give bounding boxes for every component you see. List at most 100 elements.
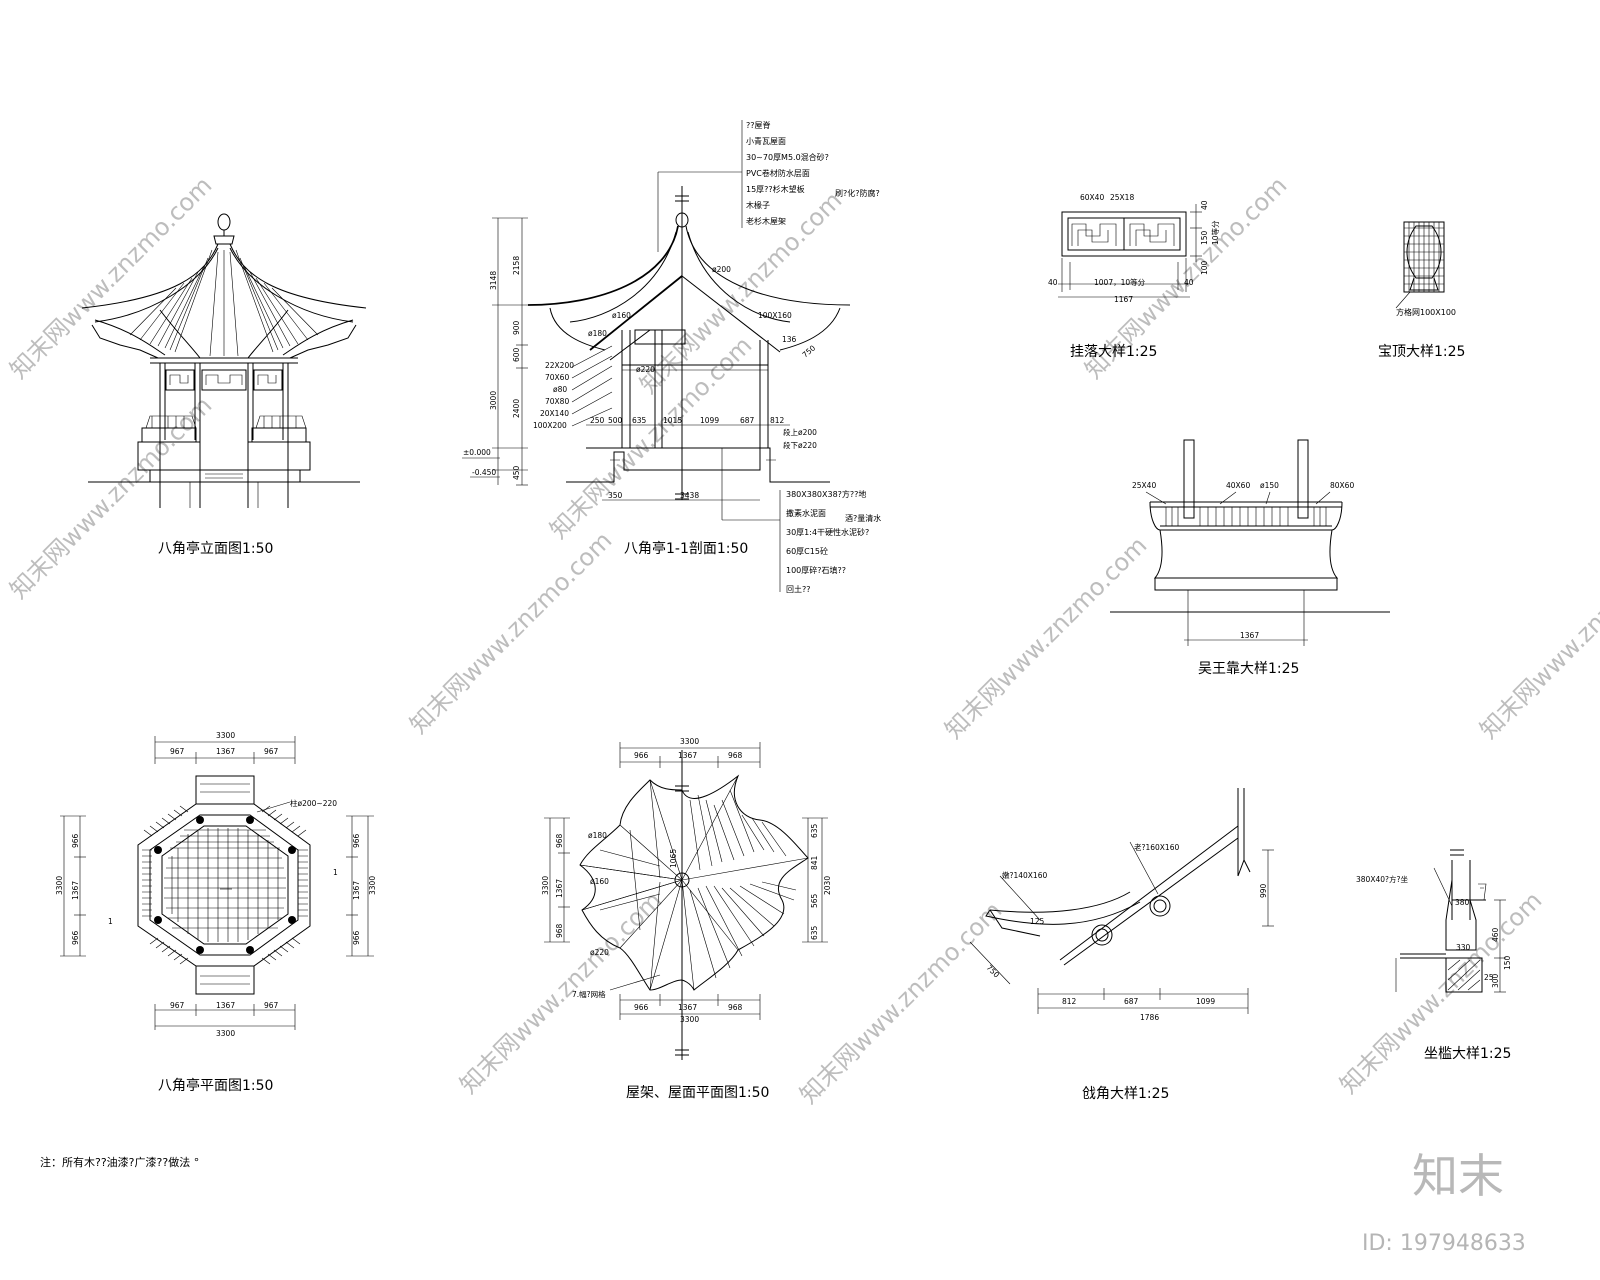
floor-layer-extra: 酒?量清水	[845, 513, 881, 523]
wuwangkao-dim: 1367	[1240, 631, 1259, 640]
section-h-dim: 635	[632, 416, 647, 425]
floor-layer-list: 380X380X38?方??地 撒素水泥面 30厚1:4干硬性水泥砂? 60厚C…	[786, 489, 881, 594]
gualuo-dim: 150	[1200, 230, 1209, 245]
qiangjiao-dim: 687	[1124, 997, 1139, 1006]
plan-dim: 966	[352, 930, 361, 945]
gualuo-dim: 25X18	[1110, 193, 1134, 202]
plan-section-mark: 1	[333, 868, 338, 877]
roof-plan-dim: 966	[634, 751, 649, 760]
plan-dim-total: 3300	[368, 876, 377, 895]
wuwangkao-dim: ø150	[1260, 481, 1279, 490]
section-dim-900: 900	[512, 320, 521, 335]
zuokan-dim: 380	[1455, 898, 1470, 907]
qiangjiao-dim: 1786	[1140, 1013, 1159, 1022]
roof-plan-dim: 1367	[678, 1003, 697, 1012]
member-label: 70X80	[545, 397, 569, 406]
plan-section-mark: 1	[108, 917, 113, 926]
qiangjiao-dim: 812	[1062, 997, 1077, 1006]
section-dim-2400: 2400	[512, 399, 521, 418]
roof-plan-dim: 968	[555, 833, 564, 848]
roof-layer-list: ??屋脊 小青瓦屋面 30~70厚M5.0混合砂? PVC卷材防水层面 15厚?…	[746, 120, 880, 226]
gualuo-title: 挂落大样1:25	[1070, 344, 1157, 360]
general-note: 注：所有木??油漆?广漆??做法 °	[40, 1155, 199, 1169]
roof-plan-dim-total: 3300	[680, 1015, 699, 1024]
dim-136: 136	[782, 335, 797, 344]
dim-right-1: 段上ø200	[783, 427, 817, 437]
roof-plan-dim: 565	[810, 893, 819, 908]
gualuo-dim: 40	[1048, 278, 1058, 287]
dim-d160: ø160	[612, 311, 631, 320]
qiangjiao-dim: 990	[1259, 883, 1268, 898]
qiangjiao-dim: 125	[1030, 917, 1045, 926]
dim-d200: ø200	[712, 265, 731, 274]
section-dim-3000: 3000	[489, 391, 498, 410]
qiangjiao-dim: 750	[985, 963, 1002, 980]
zuokan-title: 坐槛大样1:25	[1424, 1046, 1511, 1062]
gualuo-dim: 10等分	[1210, 220, 1220, 245]
wuwangkao-title: 吴王靠大样1:25	[1198, 661, 1299, 677]
zuokan-dim: 150	[1503, 955, 1512, 970]
section-dim-total: 3148	[489, 271, 498, 290]
section-dim-600: 600	[512, 347, 521, 362]
section-h-dim: 1015	[663, 416, 682, 425]
elevation-title: 八角亭立面图1:50	[158, 540, 273, 557]
roof-layer: 30~70厚M5.0混合砂?	[746, 152, 829, 162]
dim-d220: ø220	[636, 365, 655, 374]
gualuo-dim: 40	[1184, 278, 1194, 287]
plan-dim: 967	[170, 747, 185, 756]
roof-plan-d180: ø180	[588, 831, 607, 840]
qiangjiao-title: 戗角大样1:25	[1082, 1086, 1169, 1102]
zuokan-detail: 380X40?方?坐 380 330 460 150 25 300	[1356, 849, 1512, 993]
plan-drawing: 3300 967 1367 967 柱ø200~220	[55, 731, 377, 1038]
plan-dim: 966	[71, 930, 80, 945]
section-h-dim: 812	[770, 416, 785, 425]
column-marks	[154, 816, 296, 954]
watermark-text: 知末网www.znzmo.com	[1474, 531, 1600, 744]
roof-layer-extra: 刷?化?防腐?	[835, 188, 880, 198]
plan-dim: 1367	[352, 881, 361, 900]
roof-plan-dim: 2030	[823, 876, 832, 895]
plan-dim: 1367	[71, 881, 80, 900]
qiangjiao-detail: 老?160X160 嫩?140X160 990 750 125 812 687 …	[969, 788, 1274, 1022]
wuwangkao-dim: 80X60	[1330, 481, 1354, 490]
zuokan-dim: 300	[1491, 973, 1500, 988]
image-id: ID: 197948633	[1362, 1231, 1526, 1256]
roof-plan-dim: 1367	[678, 751, 697, 760]
floor-layer: 30厚1:4干硬性水泥砂?	[786, 527, 869, 537]
watermark-text: 知末网www.znzmo.com	[4, 391, 217, 604]
zuokan-dim: 380X40?方?坐	[1356, 874, 1408, 884]
plan-title: 八角亭平面图1:50	[158, 1077, 273, 1094]
section-dim-top: 2158	[512, 256, 521, 275]
floor-layer: 380X380X38?方??地	[786, 489, 866, 499]
member-label: 100X200	[533, 421, 567, 430]
roof-plan-dim: 841	[810, 855, 819, 870]
section-base-350: 350	[608, 491, 623, 500]
dim-750: 750	[801, 343, 818, 359]
watermark-text: 知末网www.znzmo.com	[454, 886, 667, 1099]
watermark-text: 知末网www.znzmo.com	[404, 526, 617, 739]
roof-layer: 木椽子	[746, 200, 770, 210]
dim-rafter: 100X160	[758, 311, 792, 320]
wuwangkao-dim: 25X40	[1132, 481, 1156, 490]
zuokan-dim: 25	[1484, 973, 1494, 982]
roof-plan-d220: ø220	[590, 948, 609, 957]
section-dim-450: 450	[512, 465, 521, 480]
roof-plan-dim-total: 3300	[680, 737, 699, 746]
qiangjiao-dim: 1099	[1196, 997, 1215, 1006]
wuwangkao-dim: 40X60	[1226, 481, 1250, 490]
floor-layer: 100厚碎?石填??	[786, 565, 846, 575]
gualuo-dim: 1167	[1114, 295, 1133, 304]
section-title: 八角亭1-1剖面1:50	[624, 540, 748, 557]
gualuo-dim: 60X40	[1080, 193, 1104, 202]
elevation-drawing	[81, 213, 367, 508]
brand-logo: 知末	[1412, 1149, 1504, 1203]
roof-plan-dim: 635	[810, 925, 819, 940]
plan-dim-total: 3300	[216, 1029, 235, 1038]
plan-dim: 967	[170, 1001, 185, 1010]
level-negative: -0.450	[472, 468, 496, 477]
dim-right-2: 段下ø220	[783, 440, 817, 450]
section-h-dim: 500	[608, 416, 623, 425]
qiangjiao-dim: 老?160X160	[1134, 842, 1179, 852]
member-label: ø80	[553, 385, 567, 394]
floor-layer: 60厚C15砼	[786, 546, 828, 556]
